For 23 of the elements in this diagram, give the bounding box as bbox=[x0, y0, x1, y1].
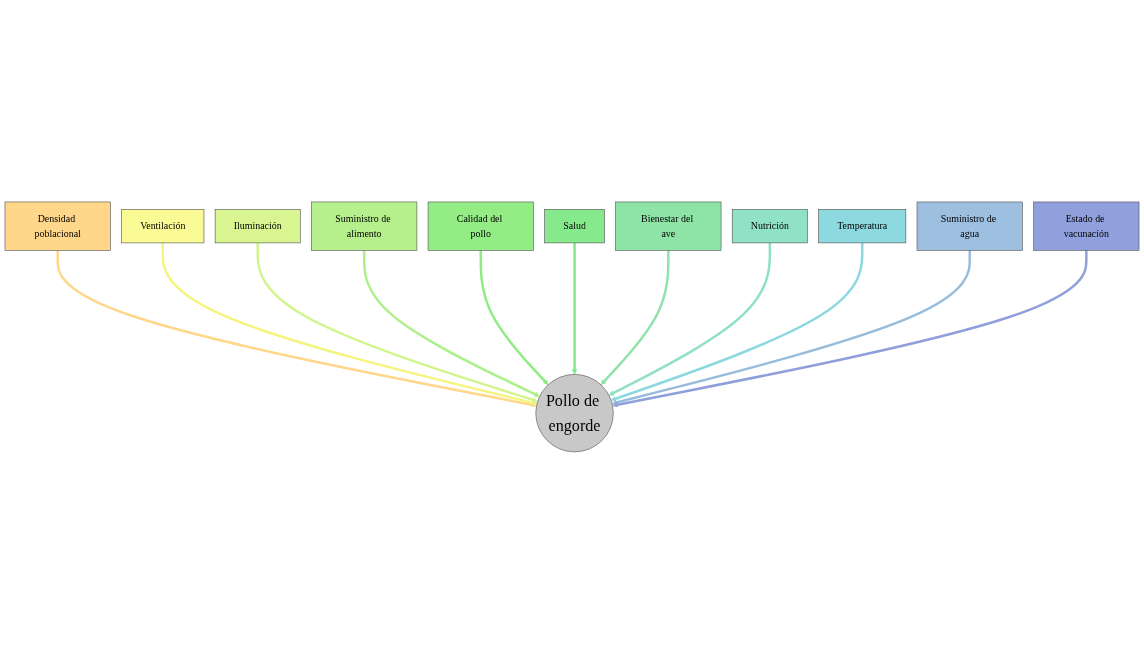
node-box: Estado de vacunación bbox=[1033, 201, 1140, 251]
node-box: Bienestar del ave bbox=[615, 201, 722, 251]
arrow bbox=[256, 242, 538, 403]
arrow bbox=[608, 242, 772, 396]
arrow bbox=[161, 242, 538, 406]
arrow bbox=[611, 250, 971, 406]
node-box: Suministro de agua bbox=[916, 201, 1023, 251]
arrow bbox=[362, 250, 540, 397]
arrow bbox=[612, 250, 1088, 408]
node-box: Ventilación bbox=[121, 209, 205, 244]
node-box: Calidad del pollo bbox=[427, 201, 534, 251]
arrow bbox=[479, 250, 549, 386]
node-box: Densidad poblacional bbox=[4, 201, 111, 251]
node-circle: Pollo de engorde bbox=[535, 374, 614, 453]
node-box: Salud bbox=[544, 209, 605, 244]
node-box: Suministro de alimento bbox=[311, 201, 418, 251]
arrow bbox=[571, 242, 578, 375]
node-box: Temperatura bbox=[818, 209, 907, 244]
arrow bbox=[600, 250, 670, 386]
node-box: Iluminación bbox=[214, 209, 301, 244]
arrow bbox=[610, 242, 864, 402]
arrow bbox=[56, 250, 537, 408]
node-box: Nutrición bbox=[731, 209, 808, 244]
